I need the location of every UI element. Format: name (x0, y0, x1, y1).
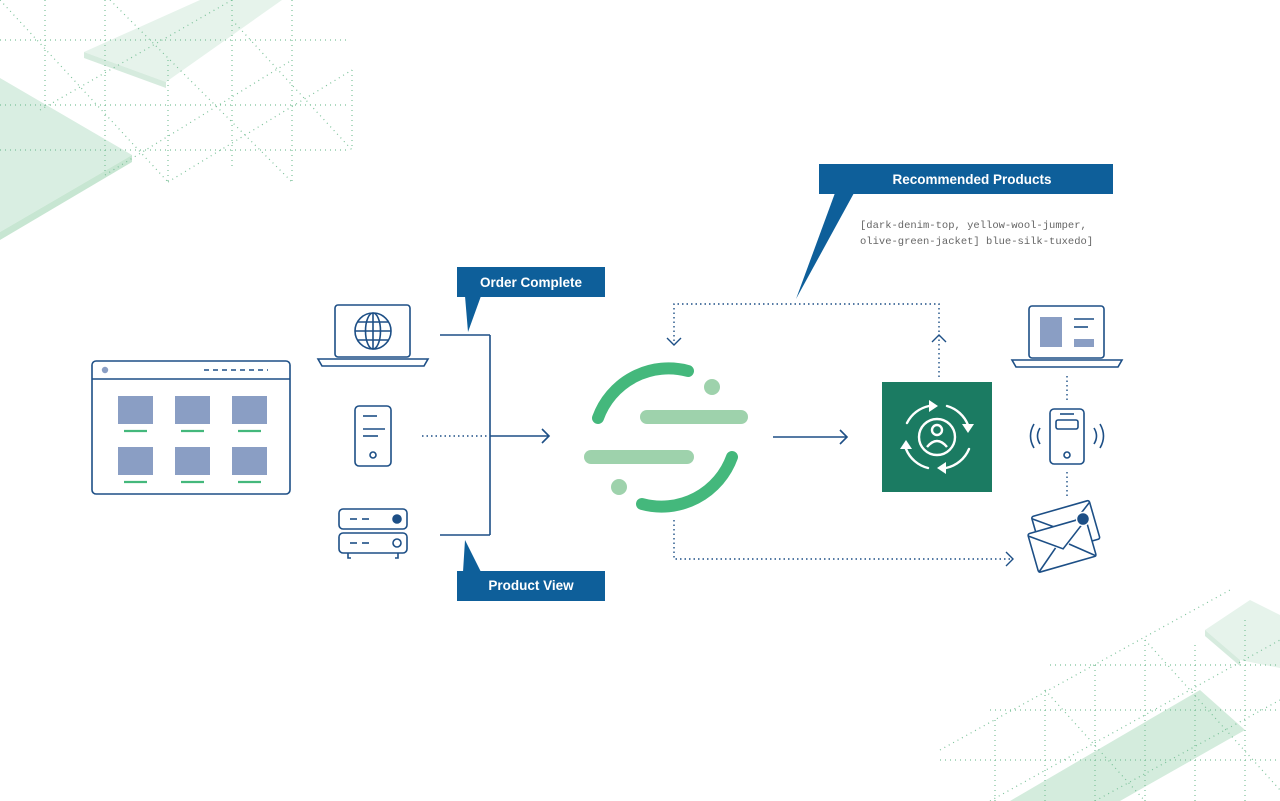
hub-to-email-line (673, 520, 1014, 567)
order-complete-callout: Order Complete (457, 267, 605, 332)
recommended-products-label: Recommended Products (892, 172, 1051, 187)
decor-bottom-right (939, 589, 1280, 801)
decor-top-left (0, 0, 353, 240)
order-complete-label: Order Complete (480, 275, 583, 290)
laptop-globe-icon (316, 304, 430, 367)
browser-window-icon (91, 360, 291, 495)
smartphone-icon (354, 405, 392, 467)
envelope-icon (1027, 499, 1101, 573)
recommendation-output-line1: [dark-denim-top, yellow-wool-jumper, (860, 220, 1087, 232)
recommended-products-callout: Recommended Products [dark-denim-top, ye… (796, 164, 1113, 299)
personalization-engine-icon (882, 382, 992, 492)
product-view-callout: Product View (457, 540, 605, 601)
source-connectors (422, 334, 551, 536)
product-grid (118, 396, 267, 484)
vibrating-phone-icon (1029, 408, 1105, 465)
segment-logo-icon (584, 362, 748, 513)
laptop-dashboard-icon (1010, 305, 1124, 368)
server-icon (338, 508, 408, 559)
product-view-label: Product View (488, 578, 574, 593)
recommendation-output-line2: olive-green-jacket] blue-silk-tuxedo] (860, 236, 1093, 248)
hub-to-engine-arrow (773, 429, 849, 445)
feedback-loop (666, 303, 947, 377)
